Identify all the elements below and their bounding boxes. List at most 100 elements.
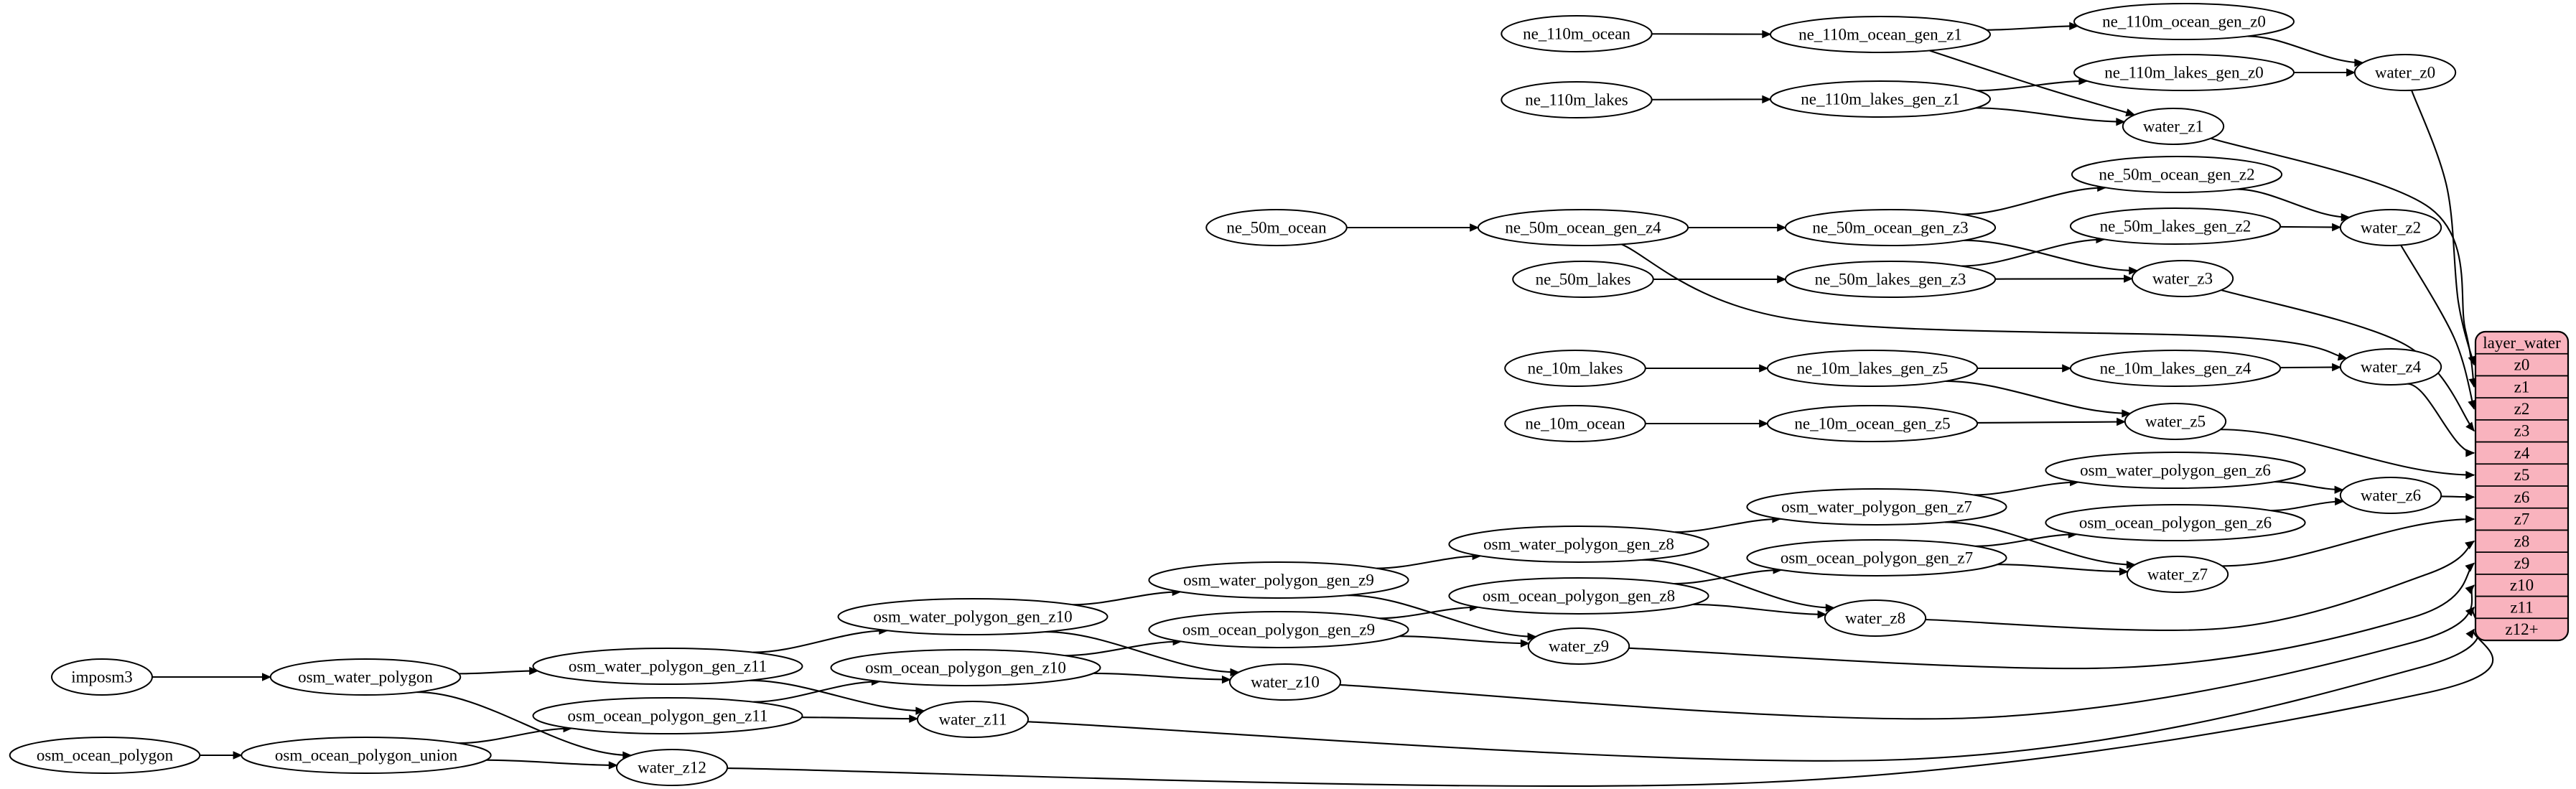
edge-water_z12-to-layer_water-z12+ <box>727 628 2494 788</box>
water_z12-ellipse <box>615 749 729 786</box>
ne_110m_lakes_gen_z1-ellipse <box>1770 80 1991 118</box>
node-ne_50m_lakes_gen_z3: ne_50m_lakes_gen_z3 <box>1784 261 1997 298</box>
ne_110m_lakes-label: ne_110m_lakes <box>1525 91 1628 109</box>
osm_ocean_polygon_gen_z8-ellipse <box>1448 577 1709 615</box>
osm_ocean_polygon_gen_z7-ellipse <box>1746 539 2007 576</box>
table-row-z9: z9 <box>2514 554 2530 572</box>
node-ne_50m_ocean_gen_z4: ne_50m_ocean_gen_z4 <box>1477 209 1689 246</box>
ne_50m_lakes-label: ne_50m_lakes <box>1536 271 1631 289</box>
ne_110m_lakes-ellipse <box>1501 81 1653 118</box>
node-osm_ocean_polygon_gen_z7: osm_ocean_polygon_gen_z7 <box>1746 539 2007 576</box>
node-ne_10m_lakes_gen_z5: ne_10m_lakes_gen_z5 <box>1766 350 1979 387</box>
ne_110m_ocean-ellipse <box>1501 15 1653 52</box>
table-row-z4: z4 <box>2514 444 2530 462</box>
node-osm_water_polygon_gen_z10: osm_water_polygon_gen_z10 <box>837 598 1109 635</box>
node-ne_50m_lakes: ne_50m_lakes <box>1512 261 1654 298</box>
water_z5-ellipse <box>2124 403 2227 440</box>
osm_ocean_polygon_gen_z11-ellipse <box>532 697 803 734</box>
edge-water_z9-to-layer_water-z9 <box>1628 562 2475 670</box>
water_z3-ellipse <box>2131 260 2234 297</box>
node-ne_110m_lakes_gen_z0: ne_110m_lakes_gen_z0 <box>2073 54 2295 91</box>
edge-ne_50m_lakes_gen_z3-to-ne_50m_lakes_gen_z2 <box>1961 235 2106 267</box>
water_z7-label: water_z7 <box>2147 566 2208 584</box>
layer-water-table-border <box>2474 330 2570 642</box>
edge-water_z3-to-layer_water-z3 <box>2221 289 2475 432</box>
osm_water_polygon-ellipse <box>269 658 462 696</box>
node-ne_110m_lakes: ne_110m_lakes <box>1501 81 1653 118</box>
node-water_z3: water_z3 <box>2131 260 2234 297</box>
ne_110m_ocean_gen_z0-label: ne_110m_ocean_gen_z0 <box>2102 13 2266 31</box>
edge-osm_water_polygon_gen_z7-to-osm_water_polygon_gen_z6 <box>1974 477 2080 496</box>
node-ne_10m_ocean_gen_z5: ne_10m_ocean_gen_z5 <box>1766 405 1979 442</box>
edge-osm_water_polygon_gen_z6-to-water_z6 <box>2274 481 2344 494</box>
edge-ne_50m_lakes_gen_z2-to-water_z2 <box>2279 223 2342 232</box>
edge-ne_10m_lakes_gen_z5-to-water_z5 <box>1946 380 2132 418</box>
ne_50m_ocean-label: ne_50m_ocean <box>1226 219 1327 237</box>
node-water_z0: water_z0 <box>2353 54 2457 91</box>
osm_water_polygon-label: osm_water_polygon <box>298 668 433 686</box>
edge-ne_110m_lakes_gen_z1-to-ne_110m_lakes_gen_z0 <box>1977 77 2089 92</box>
edge-water_z11-to-layer_water-z11 <box>1027 606 2481 762</box>
edge-water_z8-to-layer_water-z8 <box>1925 540 2475 632</box>
osm_ocean_polygon_union-label: osm_ocean_polygon_union <box>275 747 458 765</box>
node-ne_50m_lakes_gen_z2: ne_50m_lakes_gen_z2 <box>2069 207 2282 245</box>
water_z2-ellipse <box>2339 209 2442 246</box>
ne_110m_lakes_gen_z0-ellipse <box>2073 54 2295 91</box>
node-osm_ocean_polygon_gen_z11: osm_ocean_polygon_gen_z11 <box>532 697 803 734</box>
node-ne_110m_ocean: ne_110m_ocean <box>1501 15 1653 52</box>
ne_10m_ocean-ellipse <box>1504 405 1646 442</box>
water_z6-label: water_z6 <box>2361 487 2421 505</box>
edge-osm_ocean_polygon_gen_z8-to-osm_ocean_polygon_gen_z7 <box>1674 566 1783 585</box>
osm_ocean_polygon_union-ellipse <box>241 737 492 774</box>
osm_water_polygon_gen_z7-label: osm_water_polygon_gen_z7 <box>1781 498 1972 516</box>
edge-ne_110m_ocean_gen_z1-to-water_z1 <box>1928 50 2136 117</box>
ne_110m_ocean_gen_z1-ellipse <box>1770 16 1991 53</box>
node-water_z5: water_z5 <box>2124 403 2227 440</box>
water_z7-ellipse <box>2126 556 2229 593</box>
node-osm_ocean_polygon_gen_z10: osm_ocean_polygon_gen_z10 <box>830 649 1101 686</box>
edge-ne_50m_ocean_gen_z3-to-water_z3 <box>1964 239 2139 275</box>
node-osm_ocean_polygon_gen_z6: osm_ocean_polygon_gen_z6 <box>2045 504 2306 541</box>
ne_50m_lakes_gen_z3-label: ne_50m_lakes_gen_z3 <box>1815 271 1966 289</box>
ne_110m_lakes_gen_z1-label: ne_110m_lakes_gen_z1 <box>1801 90 1959 108</box>
node-osm_ocean_polygon_union: osm_ocean_polygon_union <box>241 737 492 774</box>
ne_50m_lakes_gen_z2-label: ne_50m_lakes_gen_z2 <box>2100 218 2251 235</box>
ne_50m_ocean_gen_z2-ellipse <box>2071 156 2283 193</box>
edge-osm_ocean_polygon_union-to-osm_ocean_polygon_gen_z11 <box>458 724 573 744</box>
osm_water_polygon_gen_z10-ellipse <box>837 598 1109 635</box>
edge-water_z7-to-layer_water-z7 <box>2222 515 2475 567</box>
osm_water_polygon_gen_z9-ellipse <box>1148 561 1409 599</box>
water_z10-ellipse <box>1228 663 1342 701</box>
osm_ocean_polygon_gen_z9-ellipse <box>1148 611 1409 648</box>
edge-osm_water_polygon_gen_z10-to-osm_water_polygon_gen_z9 <box>1073 587 1182 606</box>
table-row-z10: z10 <box>2510 576 2534 594</box>
osm_water_polygon_gen_z11-ellipse <box>532 648 803 685</box>
edge-osm_water_polygon_gen_z11-to-osm_water_polygon_gen_z10 <box>752 626 889 653</box>
osm_water_polygon_gen_z6-ellipse <box>2045 452 2306 489</box>
water_z11-label: water_z11 <box>939 711 1007 729</box>
water_z6-ellipse <box>2339 477 2442 514</box>
table-row-z3: z3 <box>2514 422 2530 440</box>
edge-ne_50m_ocean_gen_z3-to-ne_50m_ocean_gen_z2 <box>1961 183 2107 215</box>
imposm3-ellipse <box>51 658 153 696</box>
node-ne_50m_ocean_gen_z3: ne_50m_ocean_gen_z3 <box>1784 209 1997 246</box>
edge-osm_ocean_polygon_gen_z6-to-water_z6 <box>2271 497 2345 512</box>
ne_50m_lakes_gen_z3-ellipse <box>1784 261 1997 298</box>
node-osm_ocean_polygon_gen_z9: osm_ocean_polygon_gen_z9 <box>1148 611 1409 648</box>
ne_50m_ocean_gen_z2-label: ne_50m_ocean_gen_z2 <box>2099 166 2254 184</box>
edge-ne_10m_lakes_gen_z4-to-water_z4 <box>2279 363 2342 372</box>
node-water_z9: water_z9 <box>1527 627 1630 665</box>
edge-water_z5-to-layer_water-z5 <box>2220 429 2475 480</box>
node-ne_10m_lakes_gen_z4: ne_10m_lakes_gen_z4 <box>2069 350 2282 387</box>
edge-osm_ocean_polygon_gen_z9-to-water_z9 <box>1399 635 1530 648</box>
edge-osm_ocean_polygon_gen_z8-to-water_z8 <box>1692 603 1827 619</box>
ne_110m_lakes_gen_z0-label: ne_110m_lakes_gen_z0 <box>2104 64 2263 82</box>
edge-osm_water_polygon_gen_z9-to-water_z9 <box>1348 594 1537 641</box>
ne_10m_ocean_gen_z5-label: ne_10m_ocean_gen_z5 <box>1794 415 1950 433</box>
ne_50m_lakes-ellipse <box>1512 261 1654 298</box>
osm_water_polygon_gen_z10-label: osm_water_polygon_gen_z10 <box>873 608 1072 626</box>
osm_water_polygon_gen_z8-ellipse <box>1448 526 1709 563</box>
water_z10-label: water_z10 <box>1251 673 1320 691</box>
ne_10m_ocean_gen_z5-ellipse <box>1766 405 1979 442</box>
water_z1-ellipse <box>2122 108 2225 145</box>
